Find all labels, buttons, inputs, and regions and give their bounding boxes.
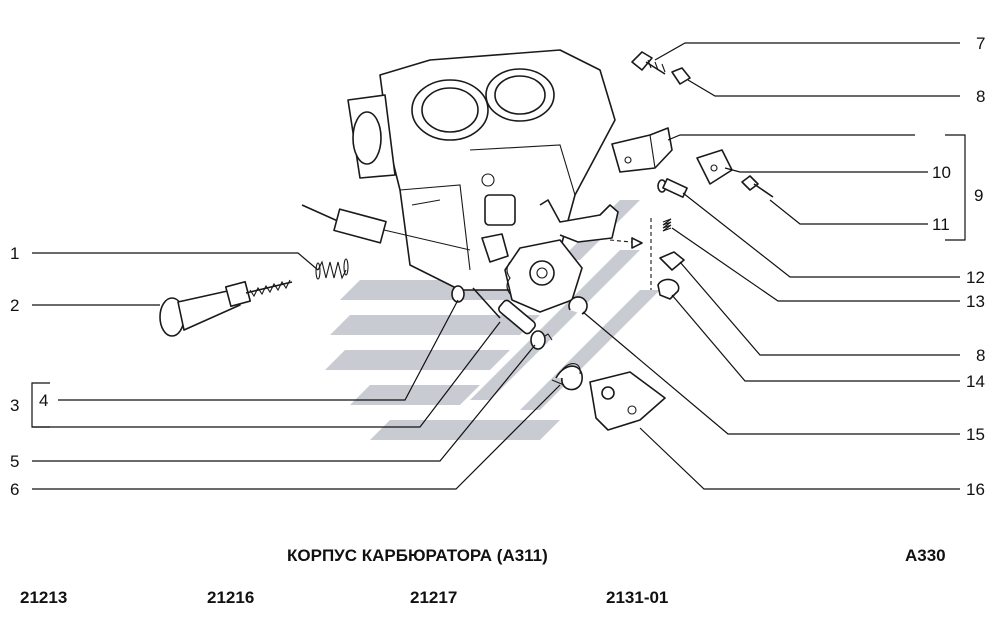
callouts-right: 7 8 10 9 11 12 13 8 14 15 16	[932, 34, 985, 499]
part-14-clamp	[657, 278, 680, 300]
part-7-bolt	[631, 51, 666, 75]
diagram-title: КОРПУС КАРБЮРАТОРА (А311)	[287, 546, 548, 565]
callout-9: 9	[974, 186, 983, 205]
callout-16: 16	[966, 480, 985, 499]
model-21213: 21213	[20, 588, 68, 607]
part-15-clip	[568, 296, 588, 315]
model-21216: 21216	[207, 588, 255, 607]
part-8-clamp-top	[671, 67, 691, 85]
part-12-screw	[657, 178, 688, 198]
callout-12: 12	[966, 268, 985, 287]
part-4-5-needle	[451, 285, 553, 350]
callout-15: 15	[966, 425, 985, 444]
callout-7: 7	[976, 34, 985, 53]
pump-housing	[481, 199, 643, 313]
callouts-left: 1 2 3 4 5 6	[10, 244, 48, 499]
callout-11: 11	[932, 215, 950, 234]
watermark-logo	[325, 200, 660, 440]
callout-6: 6	[10, 480, 19, 499]
part-2-screw	[159, 279, 293, 337]
callout-10: 10	[932, 163, 951, 182]
callout-2: 2	[10, 296, 19, 315]
leader-lines	[31, 42, 966, 490]
callout-1: 1	[10, 244, 19, 263]
part-6-torsion-spring	[551, 363, 583, 391]
model-21217: 21217	[410, 588, 458, 607]
callout-13: 13	[966, 292, 985, 311]
callout-3: 3	[10, 396, 19, 415]
throttle-shaft	[301, 204, 471, 251]
part-10-plate	[696, 149, 733, 185]
part-8-clamp-lower	[659, 251, 685, 271]
callout-14: 14	[966, 372, 985, 391]
part-13-spring	[662, 218, 672, 232]
carburetor-body	[347, 49, 616, 291]
model-2131-01: 2131-01	[606, 588, 669, 607]
diagram-code: А330	[905, 546, 946, 565]
part-9-bracket	[611, 127, 673, 173]
part-11-bolt	[741, 175, 774, 198]
callout-5: 5	[10, 452, 19, 471]
callout-4: 4	[39, 391, 48, 410]
part-16-lever	[589, 371, 666, 431]
part-1-spring	[315, 258, 349, 280]
callout-8-top: 8	[976, 87, 985, 106]
callout-8-lower: 8	[976, 346, 985, 365]
